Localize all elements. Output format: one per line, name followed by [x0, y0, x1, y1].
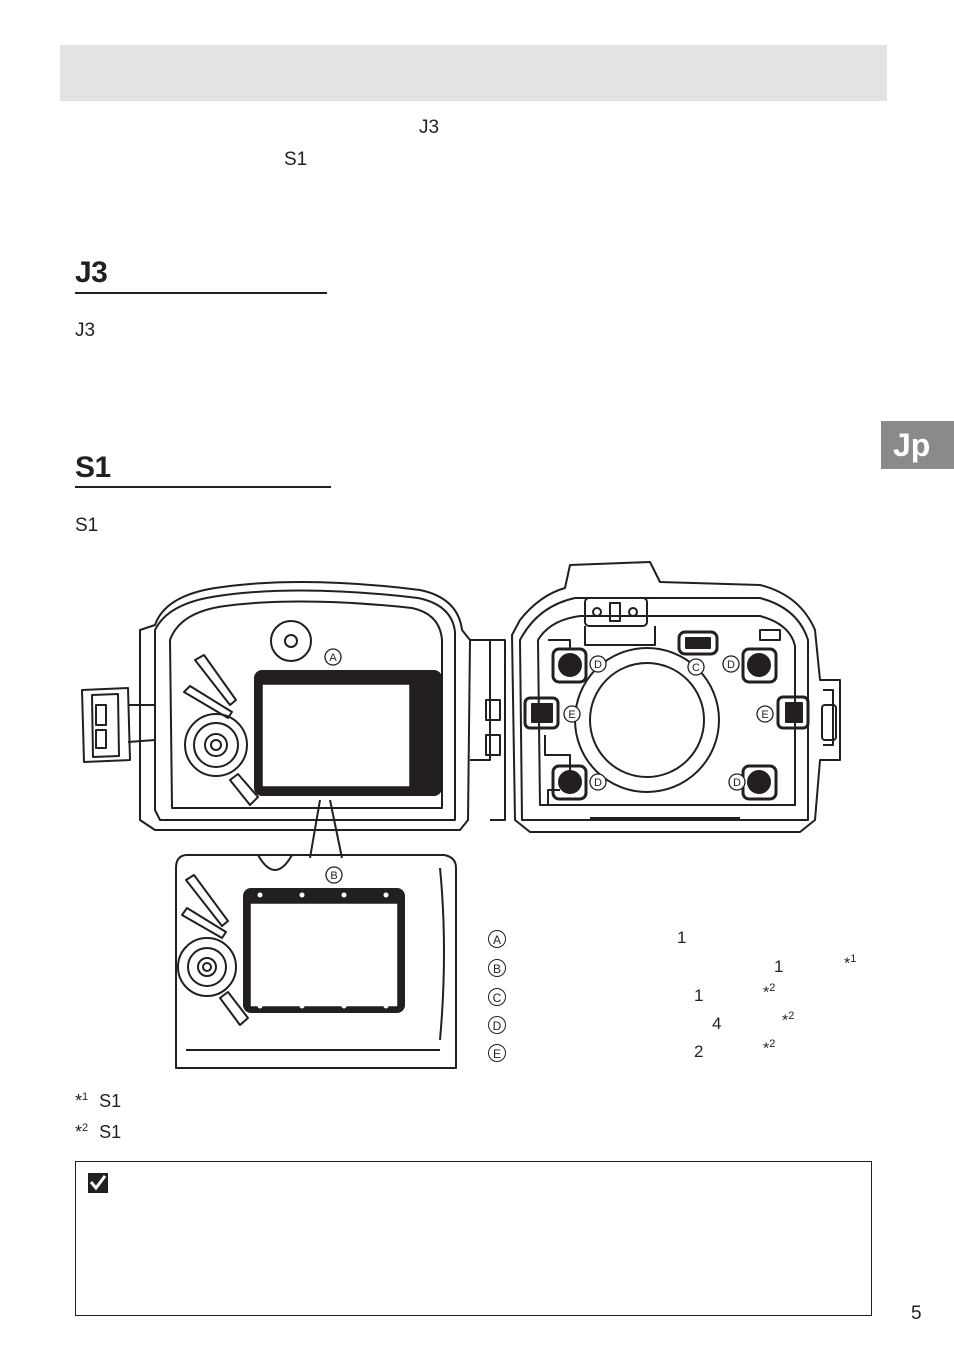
legend-letter: E: [488, 1044, 506, 1062]
section-body-s1: S1: [75, 515, 99, 536]
legend-row-c: C 1 *2: [488, 982, 868, 1010]
callout-b: B: [330, 870, 337, 882]
legend-note: *2: [763, 1038, 776, 1058]
callout-e: E: [761, 709, 768, 721]
legend-count: 2: [694, 1042, 704, 1061]
legend-count: 1: [677, 928, 687, 947]
section-body-j3: J3: [75, 320, 96, 341]
callout-d: D: [594, 777, 602, 789]
legend-note: *2: [763, 982, 776, 1002]
legend-count: 1: [774, 957, 784, 976]
intro-model-s1: S1: [284, 149, 308, 170]
intro-model-j3: J3: [419, 117, 440, 138]
legend-note: *2: [782, 1010, 795, 1030]
legend-count: 1: [694, 986, 704, 1005]
note-box: [75, 1161, 872, 1316]
legend-count: 4: [712, 1014, 722, 1033]
footnote-2: *2 S1: [75, 1122, 122, 1142]
legend-letter: D: [488, 1016, 506, 1034]
legend-note: *1: [844, 953, 857, 973]
callout-d: D: [727, 659, 735, 671]
legend-letter: A: [488, 930, 506, 948]
header-bar: [60, 45, 887, 101]
language-tab: Jp: [881, 421, 954, 469]
legend-letter: C: [488, 988, 506, 1006]
housing-illustration: A B C D D D D E E: [81, 561, 841, 1069]
section-title-j3: J3: [75, 256, 108, 289]
legend-row-a: A 1: [488, 928, 868, 952]
legend-row-e: E 2 *2: [488, 1038, 868, 1066]
callout-a: A: [329, 652, 337, 664]
legend-row-b: B 1 *1: [488, 953, 868, 981]
callout-d: D: [594, 659, 602, 671]
callout-e: E: [568, 709, 575, 721]
section-title-s1: S1: [75, 451, 111, 484]
legend-row-d: D 4 *2: [488, 1010, 868, 1038]
section-rule-j3: [75, 292, 327, 294]
callout-d: D: [733, 777, 741, 789]
callout-c: C: [692, 662, 700, 674]
legend-letter: B: [488, 959, 506, 977]
footnote-1: *1 S1: [75, 1091, 122, 1111]
section-rule-s1: [75, 486, 331, 488]
page-number: 5: [911, 1303, 922, 1324]
check-icon: [88, 1173, 108, 1193]
